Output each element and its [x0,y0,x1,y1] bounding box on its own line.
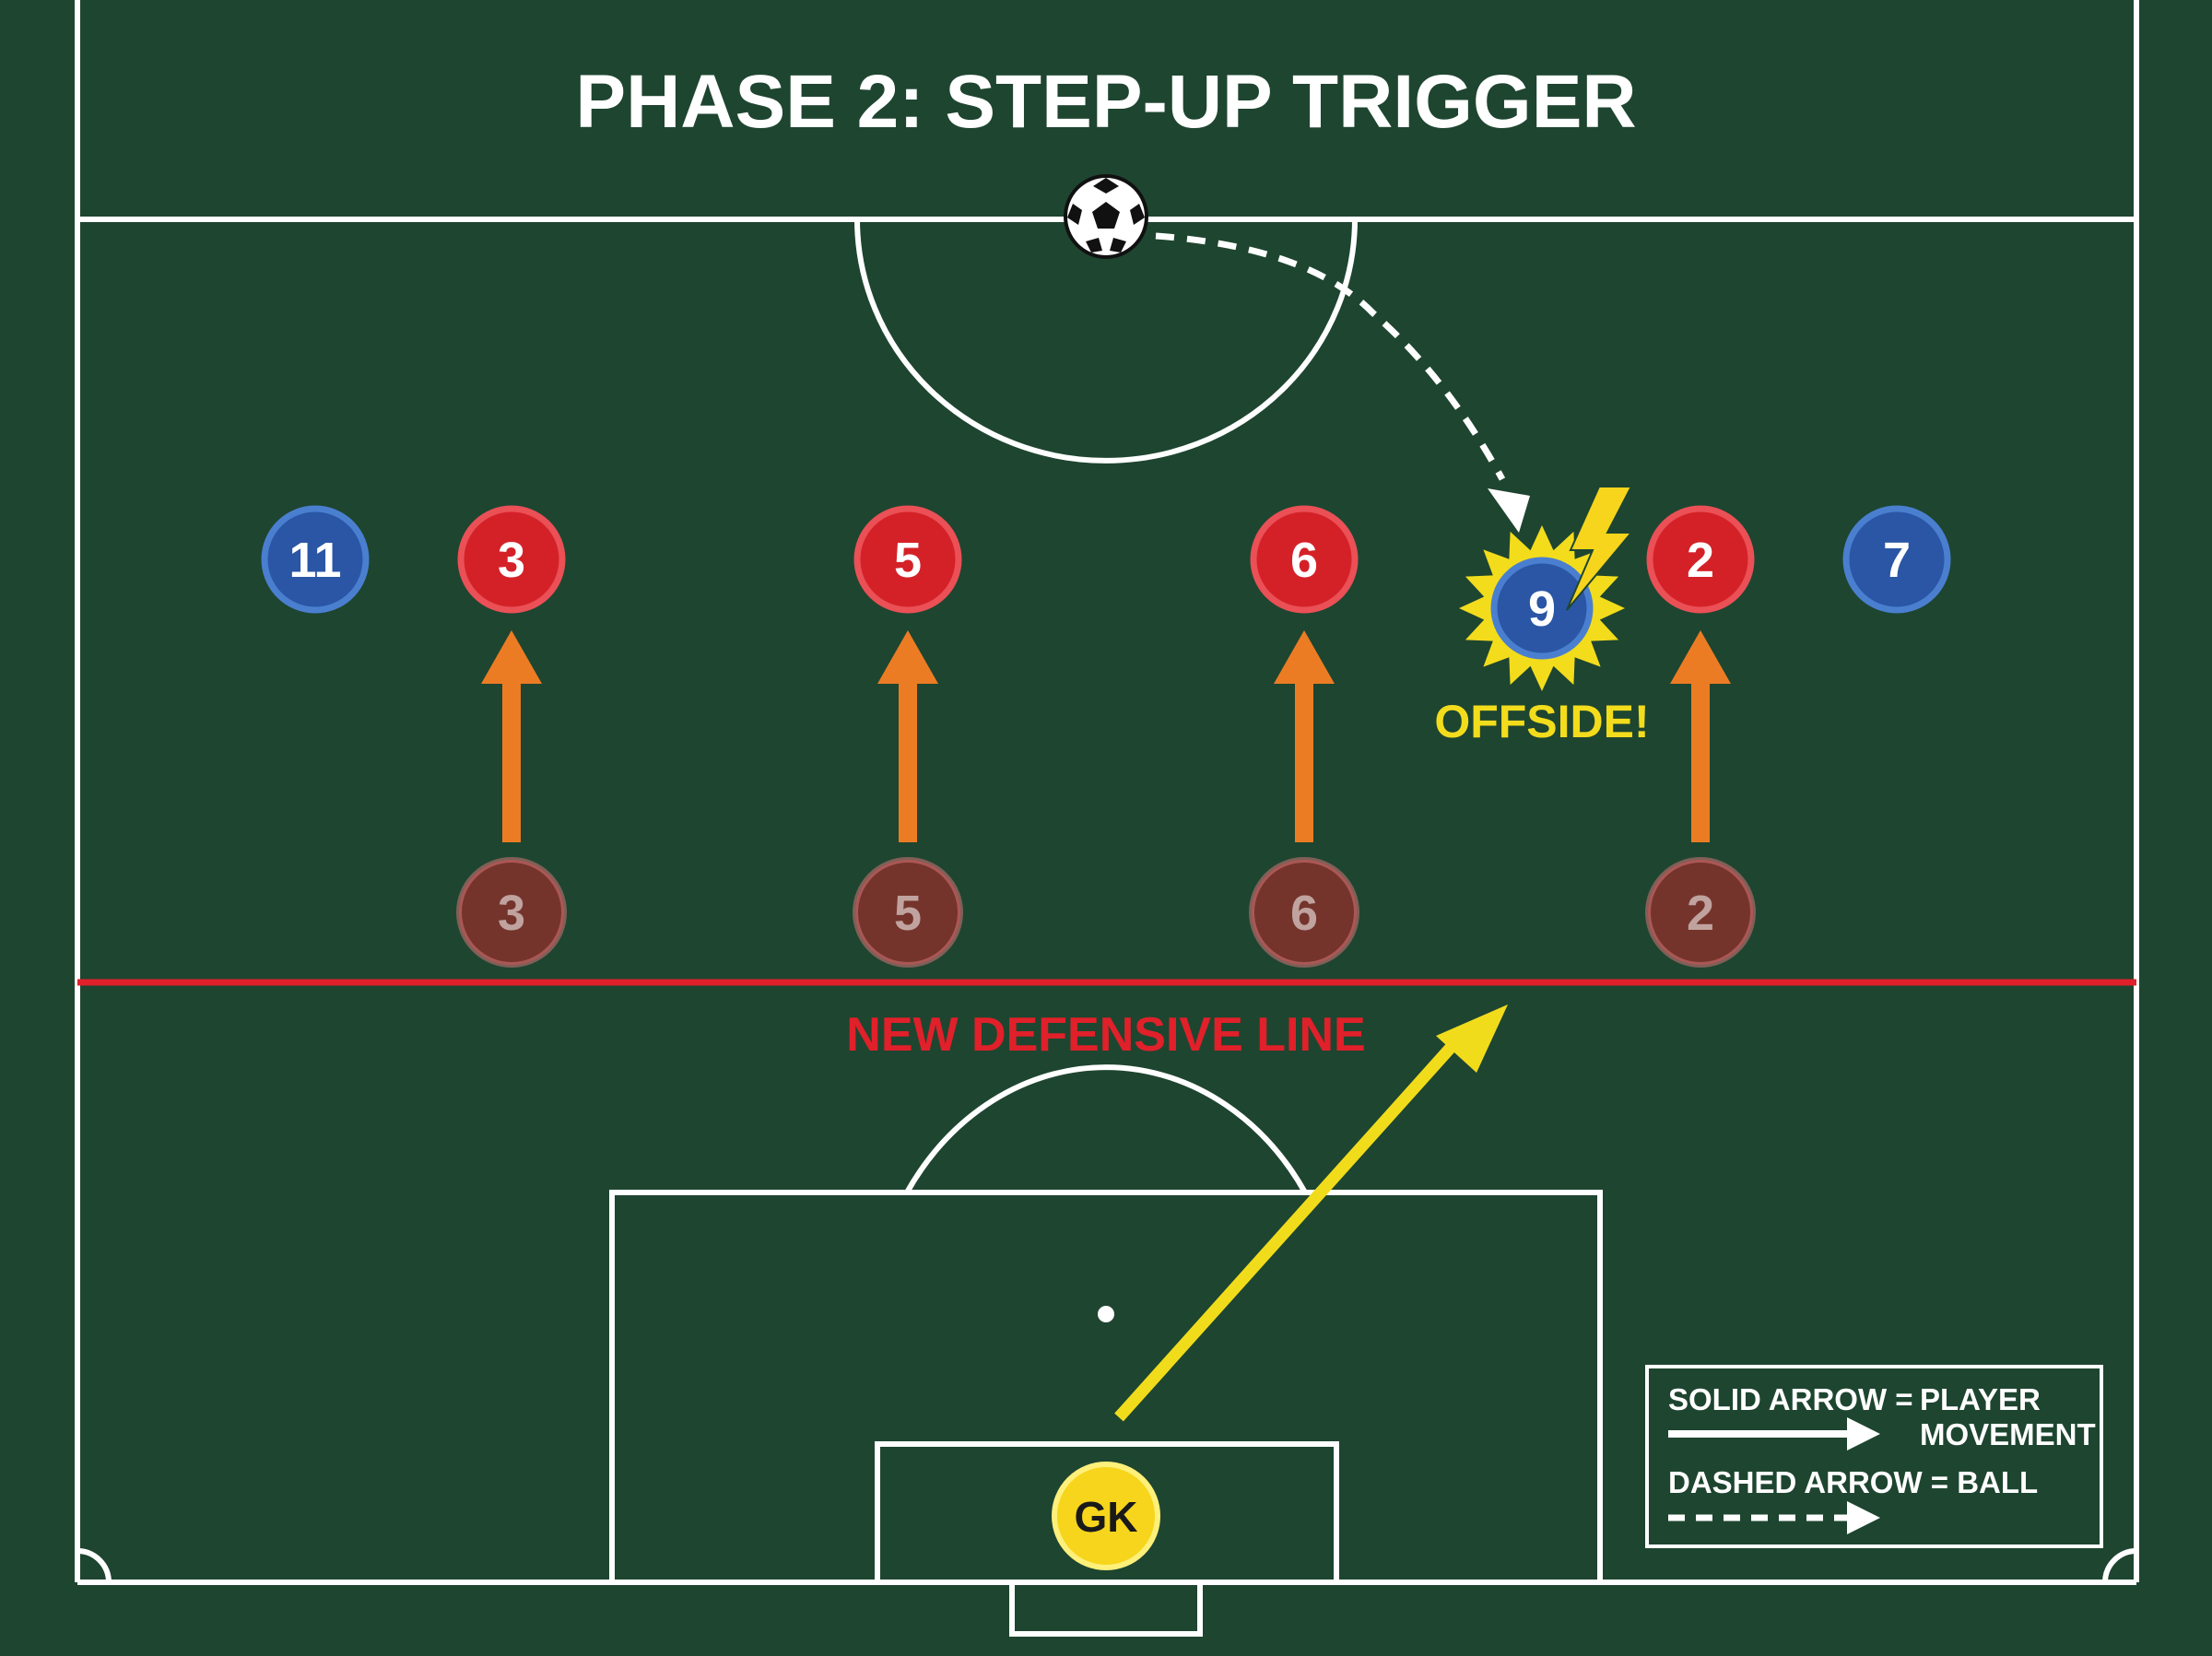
player-number: 3 [498,533,525,588]
legend-dashed-label: DASHED ARROW = BALL [1668,1465,2038,1499]
defender-previous-2: 2 [1645,857,1756,968]
legend: SOLID ARROW = PLAYER MOVEMENT DASHED ARR… [1645,1365,2103,1548]
attackers: 11 7 9 [261,486,1951,691]
player-number: 11 [288,533,341,588]
movement-arrows [481,630,1731,842]
goalkeeper: GK [1052,1462,1160,1570]
player-number: 2 [1687,886,1714,941]
soccer-ball-icon [1064,174,1148,259]
goal-frame [1009,1580,1203,1637]
offside-label: OFFSIDE! [1434,696,1649,747]
defender-5: 5 [853,505,962,614]
lightning-bolt-icon [1566,486,1634,611]
player-number: 6 [1290,533,1318,588]
current-defender-positions: 3 5 6 2 [457,505,1755,614]
corner-arc-left [76,1548,112,1583]
ball-pass-arrow [1155,232,1530,533]
defender-3: 3 [457,505,566,614]
player-number: 2 [1687,533,1714,588]
defender-previous-5: 5 [853,857,963,968]
defender-previous-3: 3 [456,857,567,968]
legend-solid-meaning-1: PLAYER [1920,1382,2041,1416]
legend-solid-meaning-2: MOVEMENT [1920,1417,2096,1451]
defender-6: 6 [1250,505,1359,614]
goalkeeper-pass-arrow [1114,1004,1508,1422]
movement-arrow-3 [481,630,542,842]
movement-arrow-5 [877,630,938,842]
defender-2: 2 [1646,505,1755,614]
attacker-11: 11 [261,505,370,614]
defensive-line-label: NEW DEFENSIVE LINE [846,1008,1365,1062]
player-number: 7 [1883,533,1911,588]
center-circle [854,218,1358,464]
player-number: 9 [1528,581,1556,637]
player-number: 3 [498,886,525,941]
penalty-arc [904,1064,1308,1194]
previous-defender-positions: 3 5 6 2 [456,857,1756,968]
movement-arrow-2 [1670,630,1731,842]
attacker-9-offside: 9 [1459,486,1634,691]
legend-solid-label: SOLID ARROW = [1668,1382,1913,1416]
player-number: 6 [1290,886,1318,941]
movement-arrow-6 [1274,630,1335,842]
attacker-7: 7 [1842,505,1951,614]
player-number: 5 [894,886,922,941]
goalkeeper-label: GK [1075,1493,1138,1541]
corner-arc-right [2102,1548,2137,1583]
player-number: 5 [894,533,922,588]
diagram-title: PHASE 2: STEP-UP TRIGGER [575,60,1636,144]
penalty-spot [1098,1306,1114,1322]
legend-solid-arrow [1668,1417,1880,1450]
legend-dashed-arrow [1668,1501,1880,1534]
defender-previous-6: 6 [1249,857,1359,968]
